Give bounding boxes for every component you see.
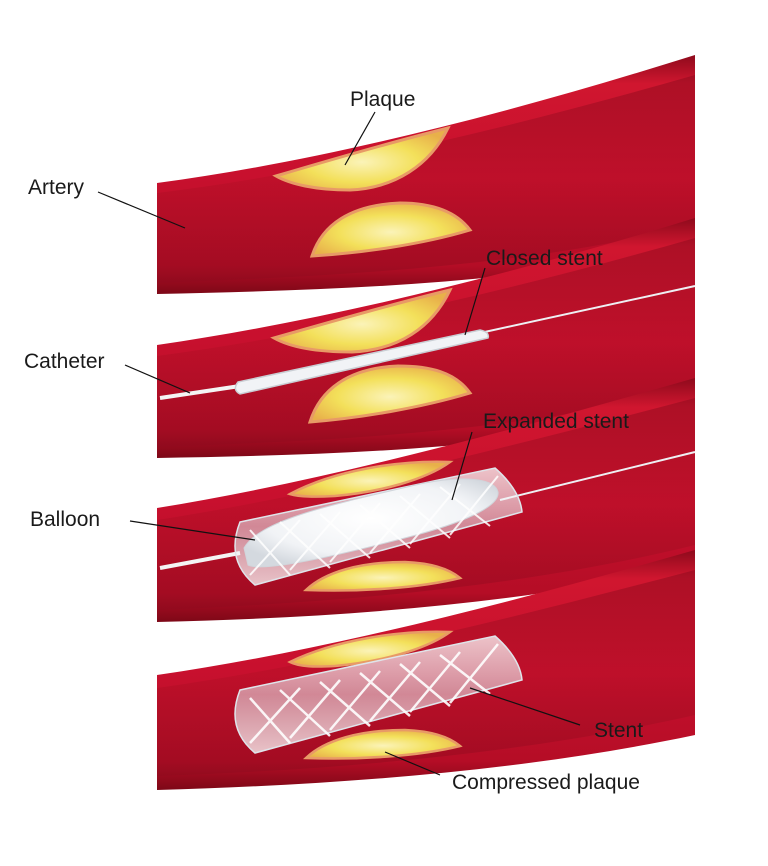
stent-mesh [249,643,499,744]
leader-catheter [124,364,191,394]
plaque-bottom [307,364,473,424]
label-expanded-stent: Expanded stent [483,410,629,433]
plaque-top-compressed [287,630,454,668]
catheter-line [159,551,241,570]
label-catheter: Catheter [24,350,105,373]
plaque-top [270,287,453,354]
leader-balloon [129,520,256,541]
label-compressed-plaque: Compressed plaque [452,771,640,794]
catheter-line [159,384,241,400]
label-plaque: Plaque [350,88,415,111]
artery-lumen [157,75,695,283]
plaque-bottom [309,201,473,258]
balloon-shape [243,478,499,568]
artery-segment-plaque [157,55,695,294]
guide-wire [479,285,696,334]
leader-expanded-stent [451,431,473,501]
artery-segment-closed-stent [157,218,696,458]
plaque-top [272,125,451,192]
label-artery: Artery [28,176,85,199]
plaque-bottom-compressed [302,560,463,592]
artery-segment-expanded-stent [157,378,696,622]
leader-plaque [344,111,376,166]
label-balloon: Balloon [30,508,100,531]
label-stent: Stent [594,719,643,742]
leader-stent [469,687,581,726]
closed-stent-shape [234,329,490,395]
guide-wire [499,451,696,501]
leader-lines [97,111,581,776]
leader-artery [97,191,186,229]
label-closed-stent: Closed stent [486,247,603,270]
leader-compressed-plaque [384,751,441,776]
leader-closed-stent [464,267,486,336]
stent-mesh [249,475,499,576]
artery-segment-stent-placed [157,550,695,790]
plaque-top-compressed [286,460,454,498]
plaque-bottom-compressed [302,728,463,760]
